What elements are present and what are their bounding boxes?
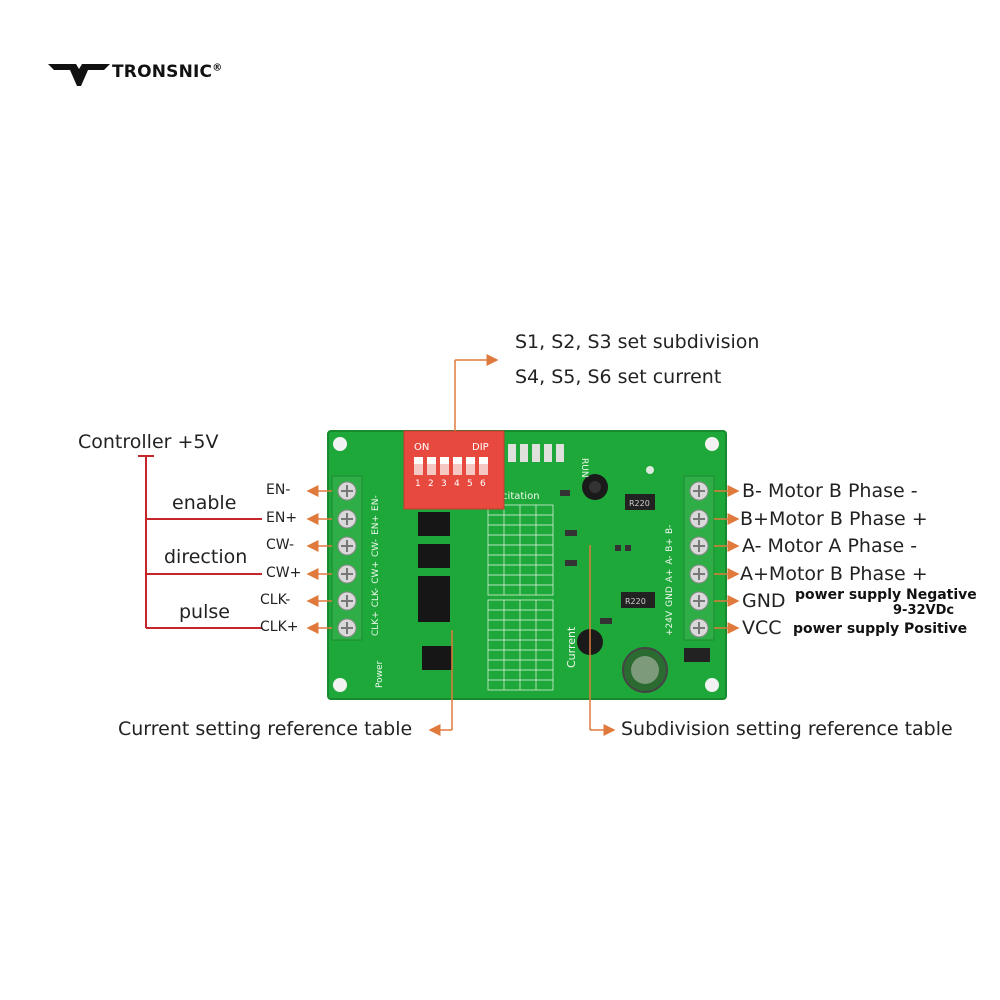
pcb-excitation-label: Excitation — [490, 491, 540, 502]
pcb-current-label: Current — [565, 626, 578, 668]
dip-switch: ON DIP 1 2 3 4 5 6 — [403, 430, 505, 510]
left-pin-arrows — [306, 485, 332, 634]
gnd-desc: power supply Negative — [795, 587, 977, 603]
dip-number-2: 2 — [428, 479, 434, 489]
pin-clk-minus: CLK- — [260, 592, 291, 608]
pin-a-minus-label: A- Motor A Phase - — [742, 535, 918, 557]
pcb-resistor-1-label: R220 — [629, 499, 650, 508]
pin-a-plus-label: A+Motor B Phase + — [740, 563, 928, 585]
pin-b-plus-label: B+Motor B Phase + — [740, 508, 928, 530]
dip-number-1: 1 — [415, 479, 421, 489]
dip-number-6: 6 — [480, 479, 486, 489]
pin-cw-minus: CW- — [266, 537, 295, 553]
pulse-label: pulse — [179, 601, 230, 623]
pin-gnd-label: GND — [742, 590, 786, 612]
dip-callout-leader — [454, 354, 499, 431]
pcb-power-label: Power — [375, 660, 385, 688]
dip-number-4: 4 — [454, 479, 460, 489]
pcb-subdivision-table — [487, 504, 554, 596]
controller-bracket — [138, 455, 262, 629]
silk-right-terminals: +24VGNDA+A-B+B- — [665, 525, 675, 636]
direction-label: direction — [164, 546, 248, 568]
pin-clk-plus: CLK+ — [260, 619, 299, 635]
dip-label: DIP — [472, 442, 489, 453]
dip-callout-line1: S1, S2, S3 set subdivision — [515, 331, 760, 353]
pin-cw-plus: CW+ — [266, 565, 302, 581]
current-table-label: Current setting reference table — [118, 718, 413, 740]
vcc-desc: power supply Positive — [793, 621, 968, 637]
silk-left-terminals: CLK+CLK-CW+CW-EN+EN- — [371, 495, 381, 636]
left-terminal-block — [331, 475, 363, 641]
dip-number-3: 3 — [441, 479, 447, 489]
dip-number-5: 5 — [467, 479, 473, 489]
pcb-run-label: RUN — [579, 458, 589, 478]
right-pin-arrows — [714, 485, 740, 634]
right-terminal-block — [683, 475, 715, 641]
bottom-leaders — [428, 545, 616, 736]
tronsnic-logo-icon — [48, 64, 110, 86]
pin-vcc-label: VCC — [742, 617, 782, 639]
dip-on-label: ON — [414, 442, 429, 453]
voltage-range: 9-32VDc — [893, 603, 955, 618]
brand-name: TRONSNIC® — [112, 62, 223, 82]
pcb-current-table — [487, 599, 554, 691]
pin-b-minus-label: B- Motor B Phase - — [742, 480, 918, 502]
pcb-resistor-2-label: R220 — [625, 597, 646, 606]
enable-label: enable — [172, 492, 237, 514]
pin-en-minus: EN- — [266, 482, 291, 498]
controller-label: Controller +5V — [78, 431, 219, 453]
dip-callout-line2: S4, S5, S6 set current — [515, 366, 722, 388]
subdivision-table-label: Subdivision setting reference table — [621, 718, 953, 740]
pin-en-plus: EN+ — [266, 510, 298, 526]
